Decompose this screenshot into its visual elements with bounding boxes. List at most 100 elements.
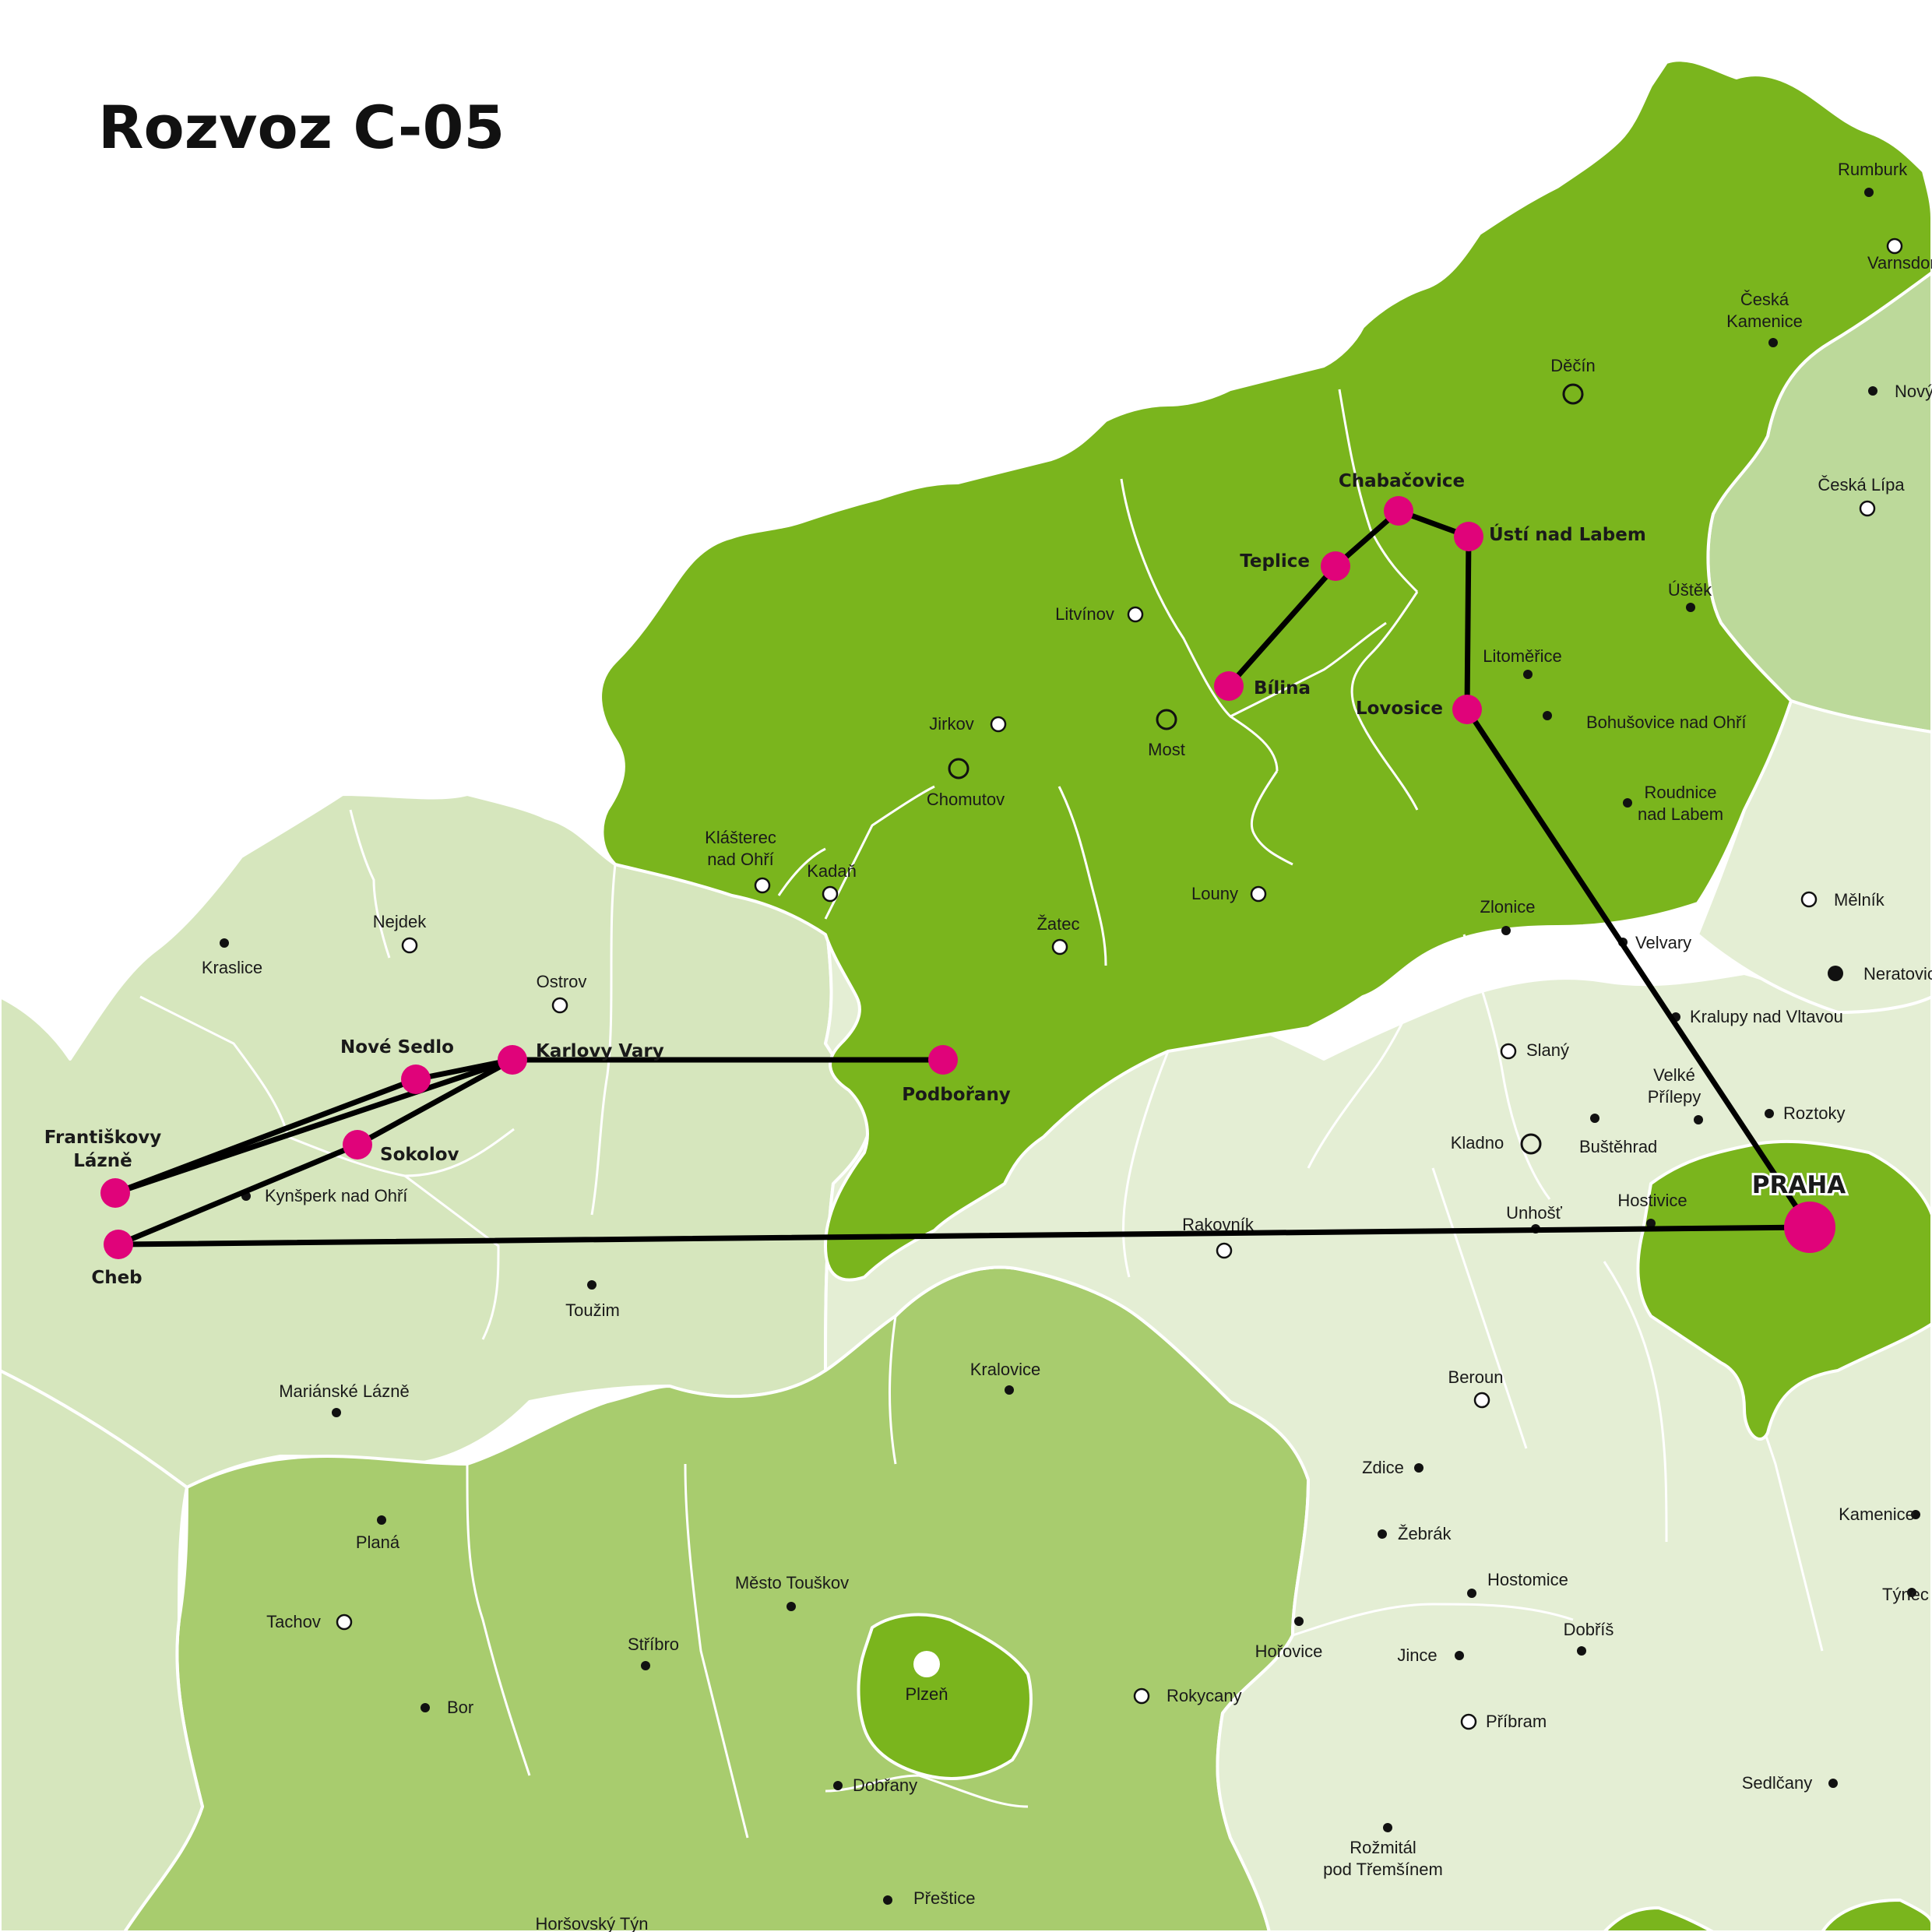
city-touzim: Toužim	[565, 1280, 620, 1320]
city-marker	[1378, 1529, 1387, 1539]
stop-sokolov[interactable]: Sokolov	[343, 1130, 459, 1165]
stop-teplice[interactable]: Teplice	[1240, 551, 1350, 581]
stop-marker[interactable]	[928, 1045, 958, 1075]
city-label: Beroun	[1448, 1367, 1504, 1387]
stop-marker[interactable]	[401, 1065, 431, 1094]
city-label: Děčín	[1550, 356, 1595, 375]
city-marker	[1467, 1589, 1476, 1598]
city-label: Roudnice	[1645, 783, 1717, 802]
city-pribram: Příbram	[1460, 1712, 1547, 1731]
city-label: Velké	[1653, 1065, 1695, 1085]
stop-marker[interactable]	[1214, 671, 1244, 701]
stop-label: Teplice	[1240, 551, 1310, 572]
district-border	[1338, 389, 1419, 593]
city-bohusovice: Bohušovice nad Ohří	[1543, 711, 1746, 732]
city-marker	[1868, 386, 1877, 396]
stop-label: Františkovy	[44, 1128, 162, 1148]
district-border	[825, 1774, 1029, 1808]
city-label: Zlonice	[1480, 897, 1536, 917]
stop-marker[interactable]	[1452, 695, 1482, 724]
city-marker	[948, 758, 970, 779]
city-varnsdorf: Varnsdor	[1867, 238, 1932, 273]
stop-marker[interactable]	[104, 1230, 133, 1259]
city-marker	[1694, 1115, 1703, 1124]
city-marker	[1590, 1114, 1599, 1123]
city-marker	[913, 1651, 940, 1677]
city-label: Toužim	[565, 1300, 620, 1320]
city-label: Unhošť	[1506, 1203, 1563, 1223]
city-sedlcany: Sedlčany	[1742, 1773, 1838, 1793]
city-zatec: Žatec	[1036, 914, 1080, 955]
region-south-dark-2	[1821, 1899, 1932, 1932]
region-south-dark	[1603, 1906, 1715, 1932]
stop-marker[interactable]	[100, 1178, 130, 1208]
city-label: Slaný	[1526, 1040, 1569, 1060]
city-marker	[1623, 798, 1632, 808]
city-marker	[990, 716, 1007, 733]
city-label: Mariánské Lázně	[279, 1381, 410, 1401]
city-label: Zdice	[1362, 1458, 1404, 1477]
city-label: Velvary	[1635, 933, 1691, 952]
district-border	[684, 1463, 749, 1839]
city-marker	[1859, 500, 1876, 517]
route-nove-sedlo-karlovy-vary	[413, 1057, 516, 1082]
stop-label: Podbořany	[902, 1085, 1011, 1105]
city-kralupy: Kralupy nad Vltavou	[1671, 1007, 1843, 1026]
city-label: Jince	[1397, 1645, 1437, 1665]
city-decin: Děčín	[1550, 356, 1596, 405]
city-label: Přeštice	[913, 1888, 975, 1908]
city-label: Rumburk	[1838, 160, 1908, 179]
stop-marker[interactable]	[1321, 551, 1350, 581]
city-prestice: Přeštice	[883, 1888, 975, 1908]
city-label: Louny	[1191, 884, 1238, 903]
stop-label: Chabačovice	[1339, 471, 1465, 491]
stop-chabacovice[interactable]: Chabačovice	[1339, 471, 1465, 526]
city-marker	[1646, 1219, 1656, 1228]
city-chomutov: Chomutov	[927, 758, 1005, 809]
stop-label: Sokolov	[380, 1145, 459, 1165]
stop-praha[interactable]: PRAHA	[1750, 1169, 1848, 1253]
city-marker	[1156, 709, 1177, 730]
regions-layer	[0, 58, 1932, 1932]
stop-bilina[interactable]: Bílina	[1214, 671, 1311, 701]
city-rokycany: Rokycany	[1133, 1686, 1242, 1705]
city-label: Klášterec	[705, 828, 776, 847]
city-horsovsky-tyn: Horšovský Týn	[535, 1914, 648, 1932]
city-marker	[1455, 1651, 1464, 1660]
stop-nove-sedlo[interactable]: Nové Sedlo	[340, 1037, 454, 1094]
route-praha-lovosice	[1464, 706, 1813, 1230]
stop-marker[interactable]	[498, 1045, 527, 1075]
stop-podborany[interactable]: Podbořany	[902, 1045, 1011, 1105]
city-zebrak: Žebrák	[1378, 1524, 1452, 1543]
district-border	[1353, 708, 1419, 811]
city-label: Buštěhrad	[1579, 1137, 1657, 1156]
stop-marker[interactable]	[343, 1130, 372, 1160]
stop-karlovy-vary[interactable]: Karlovy Vary	[498, 1041, 664, 1075]
stop-usti-nad-labem[interactable]: Ústí nad Labem	[1454, 522, 1646, 551]
city-label-line2: Přílepy	[1648, 1087, 1701, 1107]
stop-lovosice[interactable]: Lovosice	[1356, 695, 1482, 724]
city-label: Neratovic	[1863, 964, 1932, 984]
stop-marker[interactable]	[1784, 1202, 1835, 1253]
stop-marker[interactable]	[1454, 522, 1483, 551]
city-marker	[754, 877, 771, 894]
stop-cheb[interactable]: Cheb	[91, 1230, 143, 1288]
stop-label: Lovosice	[1356, 699, 1443, 719]
city-tynec: Týnec	[1882, 1585, 1929, 1604]
city-label: Týnec	[1882, 1585, 1929, 1604]
region-far-west	[0, 1369, 204, 1932]
city-marker	[883, 1895, 892, 1905]
city-marker	[1460, 1713, 1477, 1730]
city-marker	[1562, 383, 1584, 405]
city-marker	[1828, 1779, 1838, 1788]
city-marker	[1051, 938, 1068, 955]
city-nejdek: Nejdek	[373, 912, 427, 954]
district-border	[1350, 591, 1419, 709]
city-label: Litoměřice	[1483, 646, 1561, 666]
stop-marker[interactable]	[1384, 496, 1413, 526]
route-frantiskovy-lazne-karlovy-vary	[112, 1057, 516, 1196]
city-unhost: Unhošť	[1506, 1203, 1563, 1233]
